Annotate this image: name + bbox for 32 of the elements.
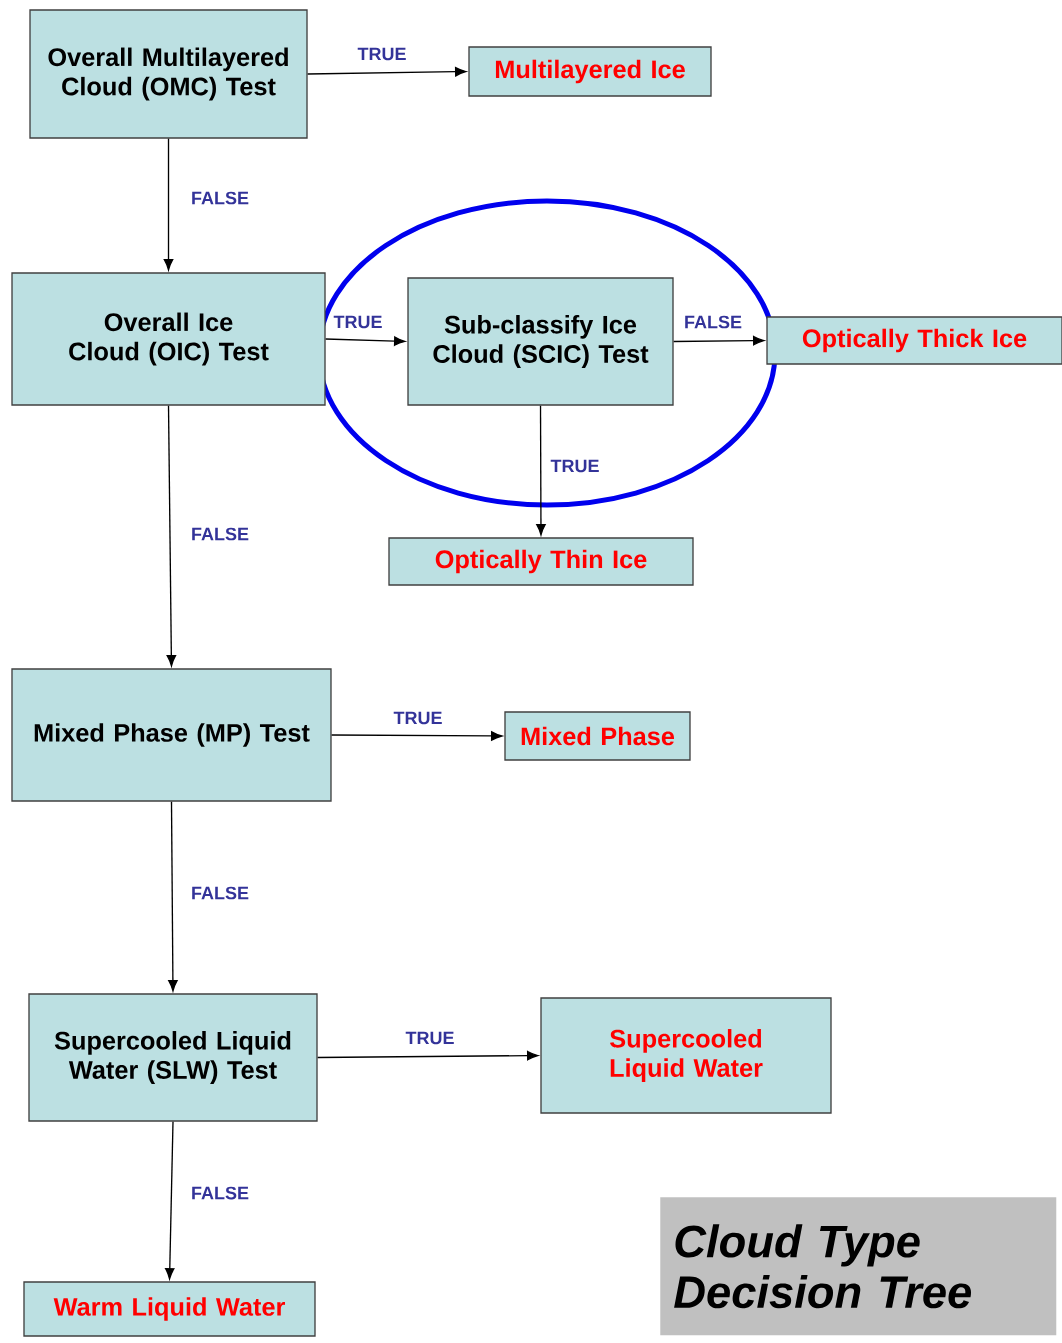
result-box: Warm Liquid Water: [23, 1281, 316, 1337]
edge-label: TRUE: [405, 1031, 454, 1045]
test-box: Mixed Phase (MP) Test: [11, 668, 332, 802]
edge-label: TRUE: [357, 47, 406, 61]
arrow: [331, 731, 503, 741]
edge-label: FALSE: [192, 527, 249, 541]
result-box: Supercooled Liquid Water: [540, 997, 832, 1114]
edge-label: FALSE: [192, 191, 249, 205]
arrow: [307, 66, 467, 77]
test-box: Sub-classify Ice Cloud (SCIC) Test: [407, 277, 674, 406]
arrow: [164, 1121, 175, 1280]
arrow: [317, 1050, 539, 1061]
result-box: Optically Thin Ice: [388, 537, 694, 586]
edge-label: TRUE: [333, 315, 382, 329]
result-box: Optically Thick Ice: [766, 316, 1062, 365]
test-box: Supercooled Liquid Water (SLW) Test: [28, 993, 318, 1122]
test-box: Overall Ice Cloud (OIC) Test: [11, 272, 326, 406]
arrow: [166, 405, 177, 667]
arrow: [163, 138, 174, 271]
result-box: Multilayered Ice: [468, 46, 712, 97]
arrow: [673, 335, 765, 346]
edge-label: TRUE: [550, 459, 599, 473]
test-box: Overall Multilayered Cloud (OMC) Test: [29, 9, 308, 139]
arrow: [325, 336, 406, 346]
arrow: [168, 801, 178, 992]
edge-label: TRUE: [393, 711, 442, 725]
title-box: Cloud Type Decision Tree: [660, 1197, 1057, 1336]
edge-label: FALSE: [192, 1186, 249, 1200]
edge-label: FALSE: [192, 886, 249, 900]
result-box: Mixed Phase: [504, 711, 691, 761]
edge-label: FALSE: [685, 315, 742, 329]
arrow: [536, 405, 546, 536]
